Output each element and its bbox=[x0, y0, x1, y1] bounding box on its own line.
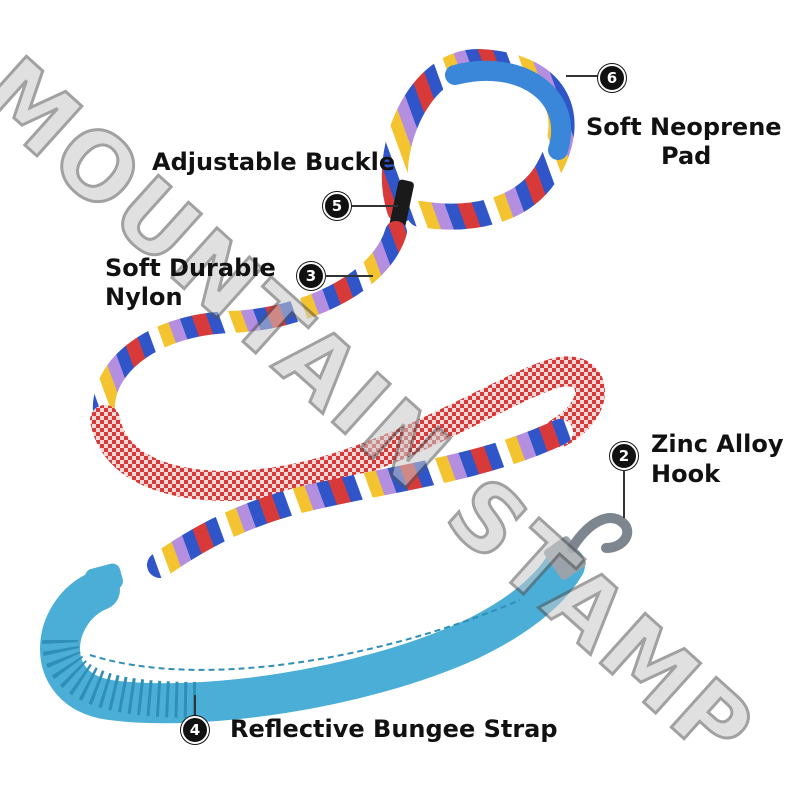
leader-line-nylon bbox=[325, 275, 373, 277]
neoprene-pad bbox=[445, 60, 572, 160]
callout-badge-6: 6 bbox=[598, 64, 626, 92]
hook-clip bbox=[567, 513, 633, 553]
callout-label-hook-line1: Zinc Alloy bbox=[651, 430, 784, 458]
middle-loop-back bbox=[90, 356, 605, 501]
callout-badge-2: 2 bbox=[610, 442, 638, 470]
callout-badge-3: 3 bbox=[297, 262, 325, 290]
callout-label-buckle: Adjustable Buckle bbox=[152, 148, 396, 176]
callout-label-hook-line2: Hook bbox=[651, 460, 721, 488]
leader-line-buckle bbox=[352, 205, 398, 207]
callout-label-nylon-line2: Nylon bbox=[105, 283, 183, 311]
leader-line-hook bbox=[623, 470, 625, 518]
callout-badge-5: 5 bbox=[323, 192, 351, 220]
callout-label-pad-line2: Pad bbox=[661, 142, 712, 170]
bungee-stitch bbox=[89, 599, 521, 671]
middle-loop-front bbox=[147, 419, 573, 578]
leader-line-bungee bbox=[194, 695, 196, 717]
callout-label-pad-line1: Soft Neoprene bbox=[586, 113, 782, 141]
leader-line-pad bbox=[566, 75, 604, 77]
callout-label-nylon-line1: Soft Durable bbox=[105, 254, 276, 282]
callout-label-bungee: Reflective Bungee Strap bbox=[230, 715, 558, 743]
callout-badge-4: 4 bbox=[181, 716, 209, 744]
